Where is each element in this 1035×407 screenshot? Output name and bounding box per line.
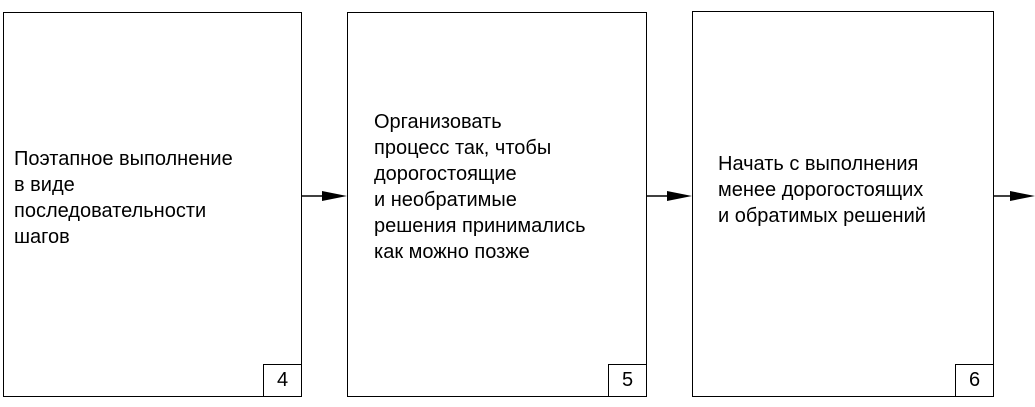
step-number-4: 4: [263, 364, 302, 397]
step-text-6: Начать с выполнения менее дорогостоящих …: [718, 153, 926, 227]
arrow-5-to-6-head: [667, 191, 692, 201]
step-number-5: 5: [608, 364, 647, 397]
arrow-6-out-head: [1010, 191, 1035, 201]
arrow-4-to-5: [302, 191, 347, 201]
step-text-5: Организовать процесс так, чтобы дорогост…: [374, 111, 586, 263]
step-box-6: Начать с выполнения менее дорогостоящих …: [692, 11, 994, 397]
step-text-4: Поэтапное выполнение в виде последовател…: [14, 148, 233, 248]
step-number-6: 6: [955, 364, 994, 397]
arrow-5-to-6: [647, 191, 692, 201]
arrow-4-to-5-head: [322, 191, 347, 201]
arrow-6-out: [994, 191, 1035, 201]
step-box-5: Организовать процесс так, чтобы дорогост…: [347, 12, 647, 397]
step-box-4: Поэтапное выполнение в виде последовател…: [3, 12, 302, 397]
